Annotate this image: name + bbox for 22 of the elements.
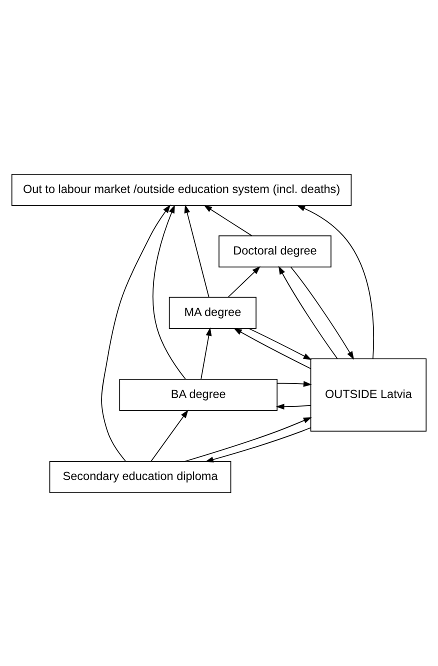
arrow <box>101 204 171 462</box>
node-box: OUTSIDE Latvia <box>310 358 427 432</box>
arrow <box>290 266 354 360</box>
arrow <box>228 266 260 298</box>
arrow <box>184 416 312 462</box>
arrow <box>276 380 312 386</box>
node-box: Secondary education diploma <box>49 460 232 493</box>
arrow <box>248 328 312 360</box>
node-box: Out to labour market /outside education system (incl. deaths) <box>11 173 352 206</box>
arrow <box>205 426 312 462</box>
node-box: MA degree <box>168 296 256 328</box>
node-box: Doctoral degree <box>218 234 332 267</box>
arrow <box>184 204 210 298</box>
arrow <box>276 403 312 410</box>
arrow <box>296 204 374 359</box>
arrow <box>278 265 338 359</box>
arrow <box>152 204 186 380</box>
arrow <box>150 409 188 462</box>
arrow <box>233 328 312 368</box>
arrow <box>200 326 212 380</box>
node-box: BA degree <box>119 378 278 410</box>
arrow <box>204 204 252 236</box>
